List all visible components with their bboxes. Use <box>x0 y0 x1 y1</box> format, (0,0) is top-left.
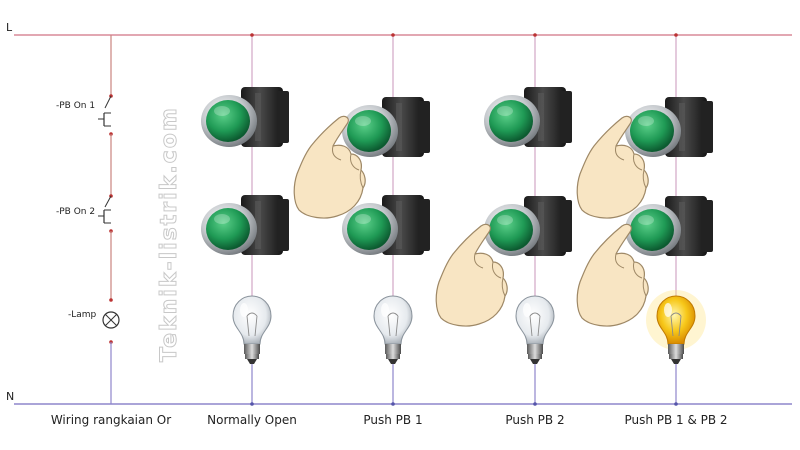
push-button-1-icon <box>201 87 289 147</box>
lamp-on-icon <box>646 290 706 365</box>
push-button-2-icon <box>201 195 289 255</box>
state-column-4 <box>576 33 713 406</box>
caption-wiring: Wiring rangkaian Or <box>51 413 171 427</box>
push-button-1-icon <box>484 87 572 147</box>
push-button-1-icon <box>625 97 713 157</box>
caption-push-pb1: Push PB 1 <box>363 413 422 427</box>
lamp-off-icon <box>373 295 413 365</box>
caption-normally-open: Normally Open <box>207 413 297 427</box>
lamp-off-icon <box>515 295 555 365</box>
pb2-label: -PB On 2 <box>56 207 95 217</box>
state-column-1 <box>201 33 289 406</box>
watermark: Teknik-listrik.com <box>157 106 182 362</box>
state-columns <box>201 33 713 406</box>
state-column-3 <box>435 33 572 406</box>
lamp-label: -Lamp <box>68 310 97 320</box>
lamp-off-icon <box>232 295 272 365</box>
line-rail-label: L <box>6 21 13 34</box>
schematic: -PB On 1 -PB On 2 -Lamp <box>56 35 120 404</box>
caption-push-both: Push PB 1 & PB 2 <box>624 413 727 427</box>
pb1-label: -PB On 1 <box>56 101 95 111</box>
neutral-rail-label: N <box>6 390 14 403</box>
state-column-2 <box>293 33 430 406</box>
caption-push-pb2: Push PB 2 <box>505 413 564 427</box>
push-button-2-icon <box>484 196 572 256</box>
push-button-1-icon <box>342 97 430 157</box>
